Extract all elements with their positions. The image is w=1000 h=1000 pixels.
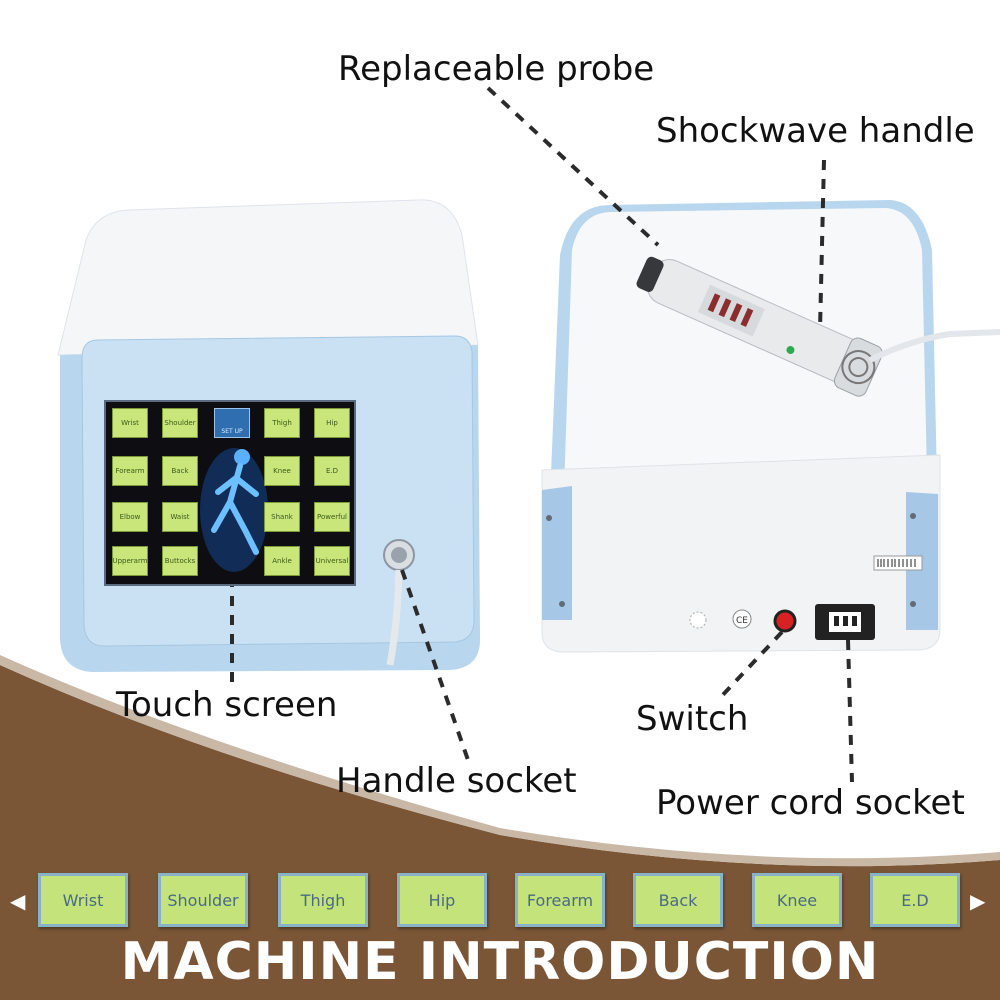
line-handle-socket <box>400 569 470 761</box>
right-arrow-icon[interactable]: ▶ <box>970 889 986 913</box>
bar-button-hip[interactable]: Hip <box>397 873 487 927</box>
callout-switch: Switch <box>636 699 749 739</box>
screen-key-ankle[interactable]: Ankle <box>264 546 300 576</box>
callout-power-cord-socket: Power cord socket <box>656 783 965 823</box>
shockwave-handle <box>636 256 883 397</box>
screen-key-back[interactable]: Back <box>162 456 198 486</box>
line-power-cord <box>846 639 854 783</box>
bar-button-thigh[interactable]: Thigh <box>278 873 368 927</box>
screen-key-elbow[interactable]: Elbow <box>112 502 148 532</box>
callout-handle-socket: Handle socket <box>336 761 577 801</box>
line-switch <box>716 630 784 702</box>
screen-key-wrist[interactable]: Wrist <box>112 408 148 438</box>
screen-key-hip[interactable]: Hip <box>314 408 350 438</box>
touch-screen[interactable]: Wrist Shoulder SET UP Thigh Hip Forearm … <box>104 400 356 586</box>
callout-replaceable-probe: Replaceable probe <box>338 49 655 89</box>
bar-button-back[interactable]: Back <box>633 873 723 927</box>
callout-shockwave-handle: Shockwave handle <box>656 111 975 151</box>
screen-key-setup[interactable]: SET UP <box>214 408 250 438</box>
line-shockwave-handle <box>818 159 826 331</box>
screen-key-universal[interactable]: Universal <box>314 546 350 576</box>
screen-key-ed[interactable]: E.D <box>314 456 350 486</box>
ce-mark <box>732 609 752 629</box>
screen-key-upperarm[interactable]: Upperarm <box>112 546 148 576</box>
rear-device: CE <box>541 200 1000 653</box>
screen-key-powerful[interactable]: Powerful <box>314 502 350 532</box>
bar-button-ed[interactable]: E.D <box>870 873 960 927</box>
barcode-label <box>873 555 923 571</box>
bar-button-forearm[interactable]: Forearm <box>515 873 605 927</box>
screen-key-buttocks[interactable]: Buttocks <box>162 546 198 576</box>
page-title: MACHINE INTRODUCTION <box>120 932 880 992</box>
screen-key-forearm[interactable]: Forearm <box>112 456 148 486</box>
screen-key-waist[interactable]: Waist <box>162 502 198 532</box>
rear-port <box>689 611 707 629</box>
svg-text:CE: CE <box>736 616 748 626</box>
screen-key-shank[interactable]: Shank <box>264 502 300 532</box>
brown-band <box>0 665 1000 1000</box>
screen-key-knee[interactable]: Knee <box>264 456 300 486</box>
power-switch <box>773 609 797 633</box>
bar-button-wrist[interactable]: Wrist <box>38 873 128 927</box>
left-arrow-icon[interactable]: ◀ <box>10 889 26 913</box>
runner-figure-icon <box>200 448 268 572</box>
bar-button-shoulder[interactable]: Shoulder <box>158 873 248 927</box>
callout-touch-screen: Touch screen <box>116 685 338 725</box>
bar-button-knee[interactable]: Knee <box>752 873 842 927</box>
line-replaceable-probe <box>486 86 660 247</box>
screen-key-thigh[interactable]: Thigh <box>264 408 300 438</box>
screen-key-shoulder[interactable]: Shoulder <box>162 408 198 438</box>
